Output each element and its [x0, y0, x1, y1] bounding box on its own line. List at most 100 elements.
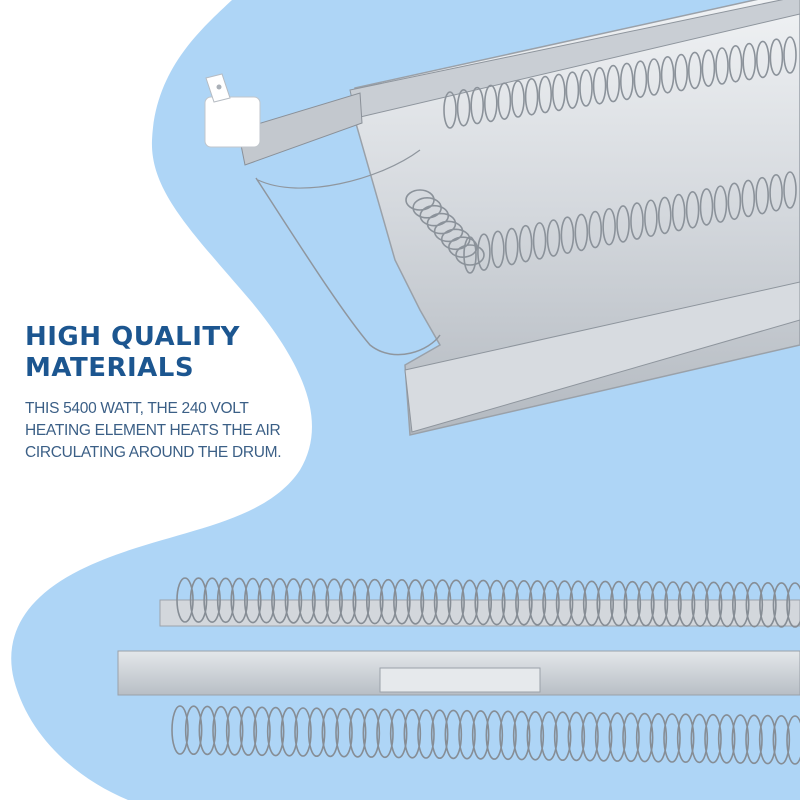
coil-loop: [474, 579, 493, 626]
coil-loop: [560, 216, 575, 255]
top-coils: [405, 36, 797, 274]
coil-loop: [184, 705, 203, 756]
coil-loop: [440, 228, 471, 251]
coil-loop: [674, 53, 689, 92]
coil-loop: [376, 708, 394, 759]
coil-loop: [307, 707, 326, 758]
coil-loop: [470, 86, 485, 125]
coil-loop: [596, 580, 615, 627]
coil-loop: [553, 711, 572, 762]
coil-loop: [456, 89, 471, 127]
coil-loop: [608, 712, 627, 762]
coil-loop: [745, 581, 764, 628]
coil-loop: [664, 581, 682, 627]
coil-loop: [567, 711, 586, 762]
coil-loop: [622, 712, 640, 763]
wire-lead-2: [257, 149, 421, 189]
description: THIS 5400 WATT, THE 240 VOLT HEATING ELE…: [25, 398, 325, 464]
coil-loop: [216, 577, 235, 624]
coil-loop: [406, 579, 425, 625]
coil-loop: [579, 69, 593, 107]
coil-loop: [691, 581, 709, 628]
coil-loop: [633, 60, 648, 98]
description-line-3: CIRCULATING AROUND THE DRUM.: [25, 444, 282, 461]
coil-loop: [526, 710, 545, 761]
coil-loop: [647, 58, 661, 96]
coil-loop: [420, 579, 438, 625]
coil-loop: [606, 64, 621, 103]
coil-loop: [266, 706, 285, 757]
coil-loop: [687, 51, 702, 90]
coil-loop: [284, 578, 303, 624]
coil-loop: [203, 577, 221, 624]
coil-loop: [471, 710, 490, 760]
coil-loop: [455, 244, 485, 266]
bottom-coils: [171, 577, 800, 765]
coil-loop: [594, 712, 613, 762]
coil-loop: [393, 578, 411, 625]
coil-loop: [769, 174, 783, 212]
coil-loop: [704, 581, 723, 628]
coil-loop: [230, 577, 249, 624]
coil-loop: [352, 578, 371, 625]
coil-loop: [758, 714, 777, 765]
thermal-fuse: [204, 96, 261, 148]
coil-loop: [715, 47, 729, 85]
coil-loop: [528, 580, 547, 626]
coil-loop: [759, 581, 777, 628]
coil-loop: [338, 578, 357, 625]
coil-loop: [430, 709, 449, 760]
coil-loop: [602, 207, 616, 246]
coil-loop: [637, 580, 655, 627]
coil-loop: [663, 713, 681, 763]
coil-loop: [433, 579, 452, 625]
coil-loop: [294, 707, 312, 757]
coil-loop: [426, 212, 457, 235]
top-bottom-rail: [404, 281, 800, 433]
coil-loop: [728, 44, 743, 83]
coil-loop: [786, 715, 800, 765]
coil-loop: [176, 577, 194, 623]
coil-loop: [483, 84, 498, 123]
coil-loop: [769, 38, 784, 77]
coil-loop: [569, 580, 587, 627]
coil-loop: [783, 36, 797, 74]
coil-loop: [444, 709, 463, 760]
coil-loop: [630, 202, 644, 240]
coil-loop: [532, 222, 547, 260]
coil-loop: [671, 193, 686, 232]
coil-loop: [565, 71, 580, 109]
coil-loop: [171, 705, 189, 755]
coil-loop: [362, 708, 381, 758]
coil-loop: [458, 709, 476, 760]
coil-loop: [515, 579, 533, 626]
coil-loop: [727, 182, 742, 221]
coil-loop: [701, 49, 716, 87]
coil-loop: [616, 205, 630, 243]
coil-loop: [447, 579, 465, 626]
coil-loop: [551, 73, 566, 112]
coil-loop: [485, 710, 504, 760]
coil-loop: [412, 197, 442, 219]
coil-loop: [280, 706, 299, 757]
coil-loop: [676, 713, 695, 764]
coil-loop: [335, 707, 353, 758]
coil-loop: [389, 708, 408, 759]
headline-line-2: MATERIALS: [25, 353, 195, 383]
coil-loop: [298, 578, 316, 624]
coil-loop: [403, 708, 422, 759]
coil-loop: [657, 196, 672, 235]
coil-loop: [448, 236, 478, 258]
coil-loop: [405, 189, 435, 211]
coil-loop: [731, 714, 750, 764]
coil-loop: [742, 42, 757, 81]
coil-loop: [325, 578, 343, 625]
coil-loop: [582, 580, 601, 627]
coil-loop: [677, 581, 696, 627]
coil-loop: [609, 580, 628, 627]
coil-loop: [379, 578, 398, 625]
coil-loop: [189, 577, 208, 623]
coil-loop: [417, 709, 435, 759]
coil-loop: [491, 230, 505, 269]
